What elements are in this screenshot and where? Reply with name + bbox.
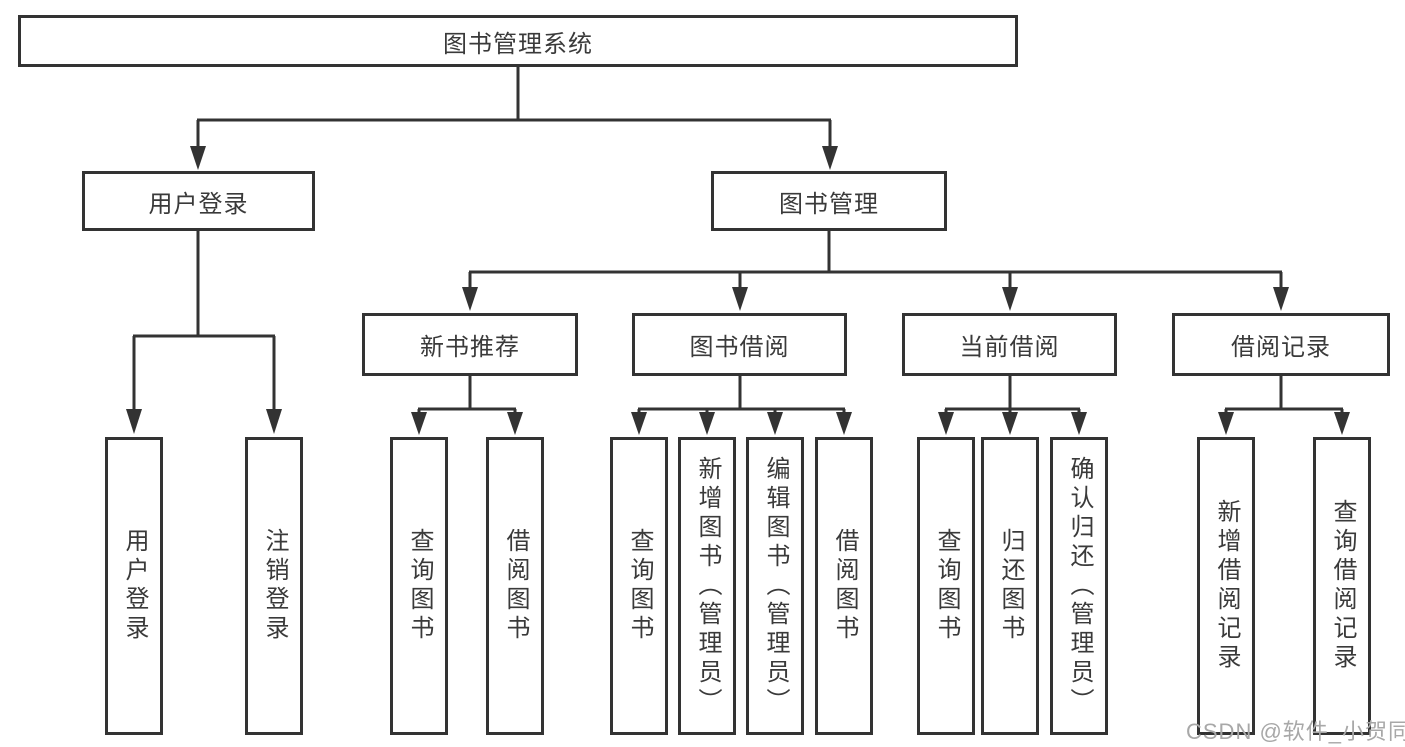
node-label: 新增借阅记录 xyxy=(1213,499,1240,673)
leaf-add-borrow-record: 新增借阅记录 xyxy=(1197,437,1255,735)
node-label: 查询图书 xyxy=(933,528,960,644)
leaf-confirm-return-admin: 确认归还（管理员） xyxy=(1050,437,1108,735)
node-system-root: 图书管理系统 xyxy=(18,15,1018,67)
watermark: CSDN @软件_小贺同学 xyxy=(1186,719,1405,744)
node-label: 查询借阅记录 xyxy=(1329,499,1356,673)
node-label: 用户登录 xyxy=(148,190,249,218)
leaf-query-books-1: 查询图书 xyxy=(390,437,448,735)
leaf-add-book-admin: 新增图书（管理员） xyxy=(678,437,736,735)
node-label: 借阅图书 xyxy=(831,528,858,644)
node-label: 图书管理系统 xyxy=(443,30,593,58)
node-label: 图书借阅 xyxy=(689,334,790,361)
node-label: 新书推荐 xyxy=(420,334,520,361)
leaf-return-book: 归还图书 xyxy=(981,437,1039,735)
node-borrow-records: 借阅记录 xyxy=(1172,313,1390,376)
node-label: 注销登录 xyxy=(261,528,288,644)
leaf-query-books-2: 查询图书 xyxy=(610,437,668,735)
node-label: 借阅图书 xyxy=(502,528,529,644)
node-current-borrow: 当前借阅 xyxy=(902,313,1117,376)
node-label: 借阅记录 xyxy=(1231,334,1331,361)
leaf-edit-book-admin: 编辑图书（管理员） xyxy=(746,437,804,735)
leaf-borrow-books-2: 借阅图书 xyxy=(815,437,873,735)
node-label: 查询图书 xyxy=(626,528,653,644)
node-label: 图书管理 xyxy=(779,190,879,218)
node-book-management: 图书管理 xyxy=(711,171,947,231)
node-new-book-recommend: 新书推荐 xyxy=(362,313,578,376)
node-user-login: 用户登录 xyxy=(82,171,315,231)
node-label: 编辑图书（管理员） xyxy=(762,455,789,717)
leaf-user-login: 用户登录 xyxy=(105,437,163,735)
node-label: 查询图书 xyxy=(406,528,433,644)
leaf-borrow-books-1: 借阅图书 xyxy=(486,437,544,735)
node-label: 新增图书（管理员） xyxy=(694,455,721,717)
node-label: 确认归还（管理员） xyxy=(1066,455,1093,717)
node-label: 归还图书 xyxy=(997,528,1024,644)
leaf-query-books-3: 查询图书 xyxy=(917,437,975,735)
node-label: 当前借阅 xyxy=(959,334,1060,361)
node-label: 用户登录 xyxy=(121,528,148,644)
leaf-query-borrow-record: 查询借阅记录 xyxy=(1313,437,1371,735)
node-book-borrow: 图书借阅 xyxy=(632,313,847,376)
leaf-logout: 注销登录 xyxy=(245,437,303,735)
